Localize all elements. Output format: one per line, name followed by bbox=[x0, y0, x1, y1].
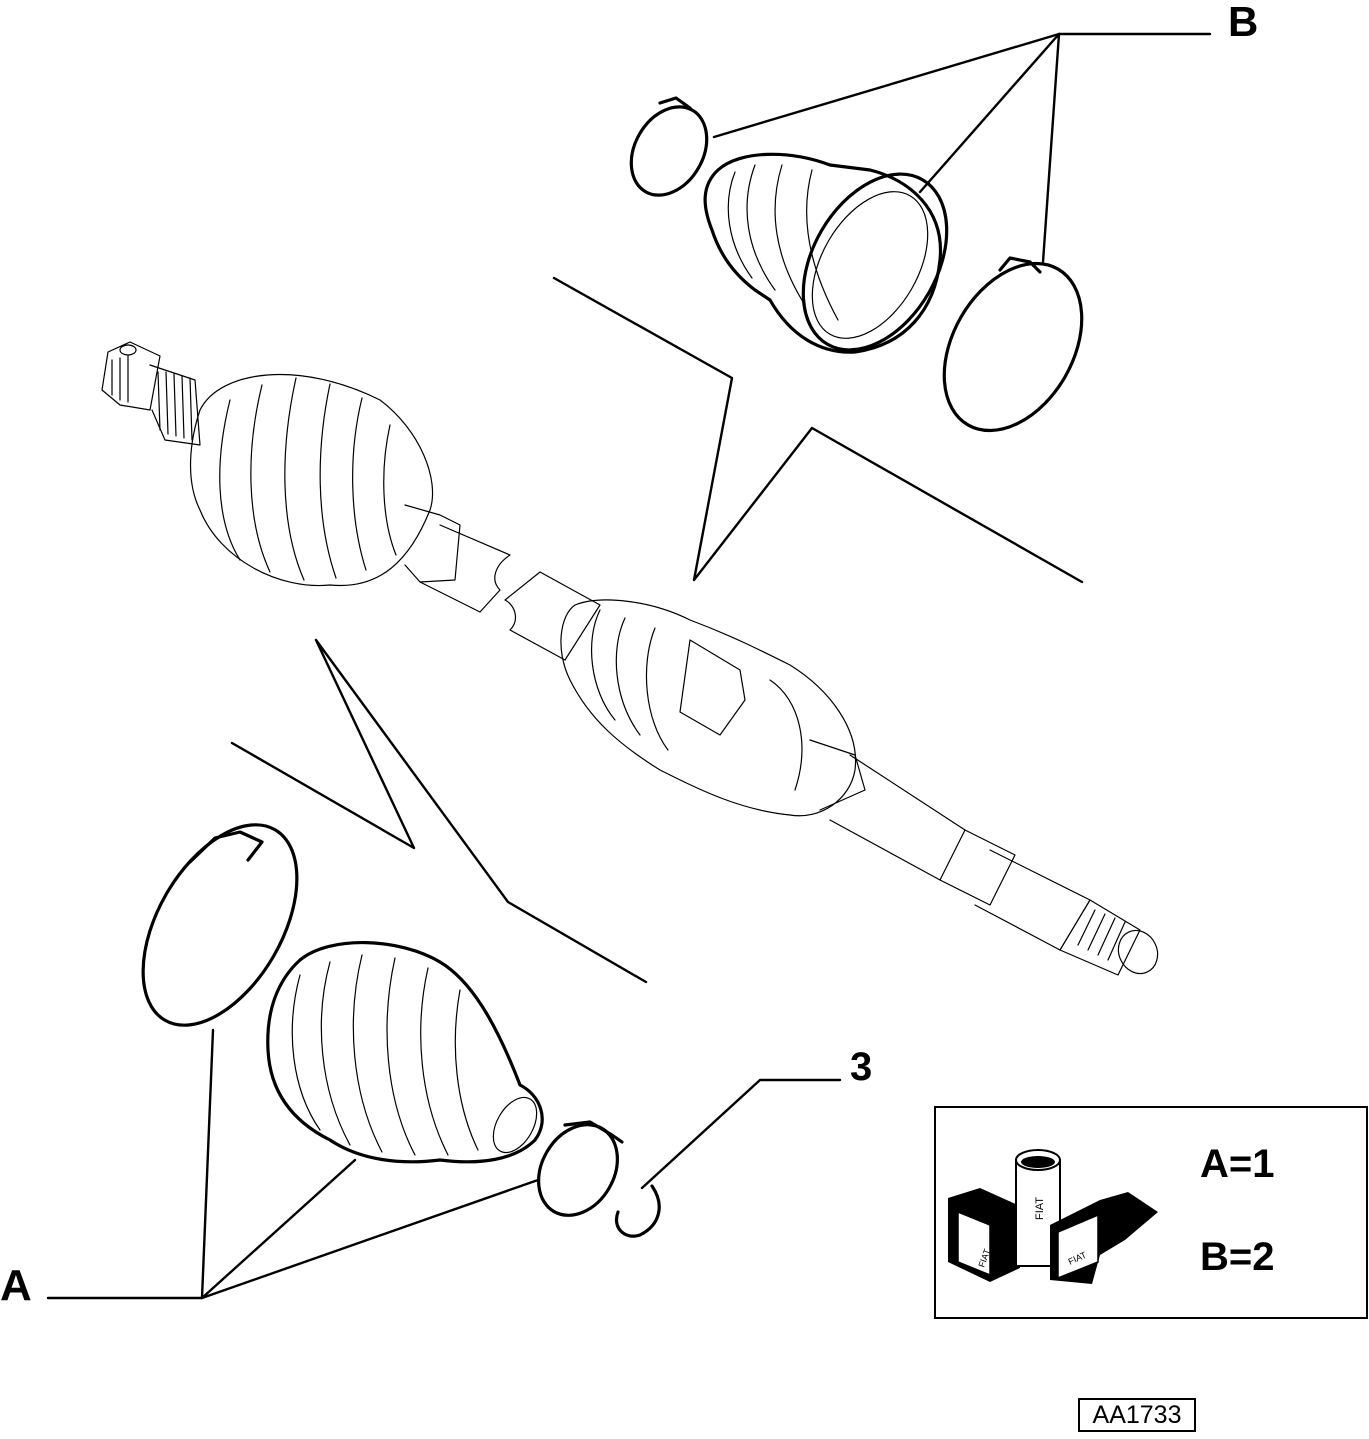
drawing-reference-code: AA1733 bbox=[1078, 1398, 1196, 1432]
small-clamp-a bbox=[537, 1120, 624, 1217]
snap-ring-part-3 bbox=[615, 1184, 661, 1238]
leader-line-3 bbox=[640, 1078, 842, 1190]
kit-a-parts bbox=[141, 823, 624, 1217]
legend-frame bbox=[934, 1106, 1368, 1319]
outer-cv-boot bbox=[703, 152, 949, 354]
exploded-view-bracket-lower bbox=[230, 638, 648, 984]
legend-b-equals-2: B=2 bbox=[1200, 1235, 1275, 1279]
exploded-view-bracket-upper bbox=[552, 276, 1084, 584]
drive-shaft-assembly bbox=[101, 341, 1159, 976]
logo-fiat-top: FIAT bbox=[1034, 1197, 1046, 1220]
legend-a-equals-1: A=1 bbox=[1200, 1142, 1275, 1186]
large-clamp-a bbox=[141, 823, 299, 1027]
leader-lines-a bbox=[46, 1028, 540, 1300]
shaft-middle-section bbox=[419, 524, 601, 661]
small-clamp-b bbox=[629, 96, 709, 197]
inner-spline-end bbox=[101, 341, 201, 446]
callout-b: B bbox=[1228, 0, 1258, 45]
outer-cv-joint-assembled bbox=[560, 599, 866, 817]
callout-a: A bbox=[0, 1261, 32, 1310]
callout-part-3: 3 bbox=[850, 1045, 872, 1089]
kit-b-parts bbox=[629, 96, 1084, 433]
outer-stub-shaft bbox=[829, 754, 1159, 976]
inner-cv-boot-assembled bbox=[189, 374, 461, 587]
leader-lines-b bbox=[712, 32, 1212, 264]
large-clamp-b bbox=[942, 256, 1084, 433]
fiat-parts-logo: FIAT FIAT FIAT bbox=[948, 1149, 1158, 1284]
kit-legend: FIAT FIAT FIAT A=1 B=2 bbox=[934, 1106, 1368, 1319]
inner-cv-boot bbox=[266, 940, 544, 1164]
